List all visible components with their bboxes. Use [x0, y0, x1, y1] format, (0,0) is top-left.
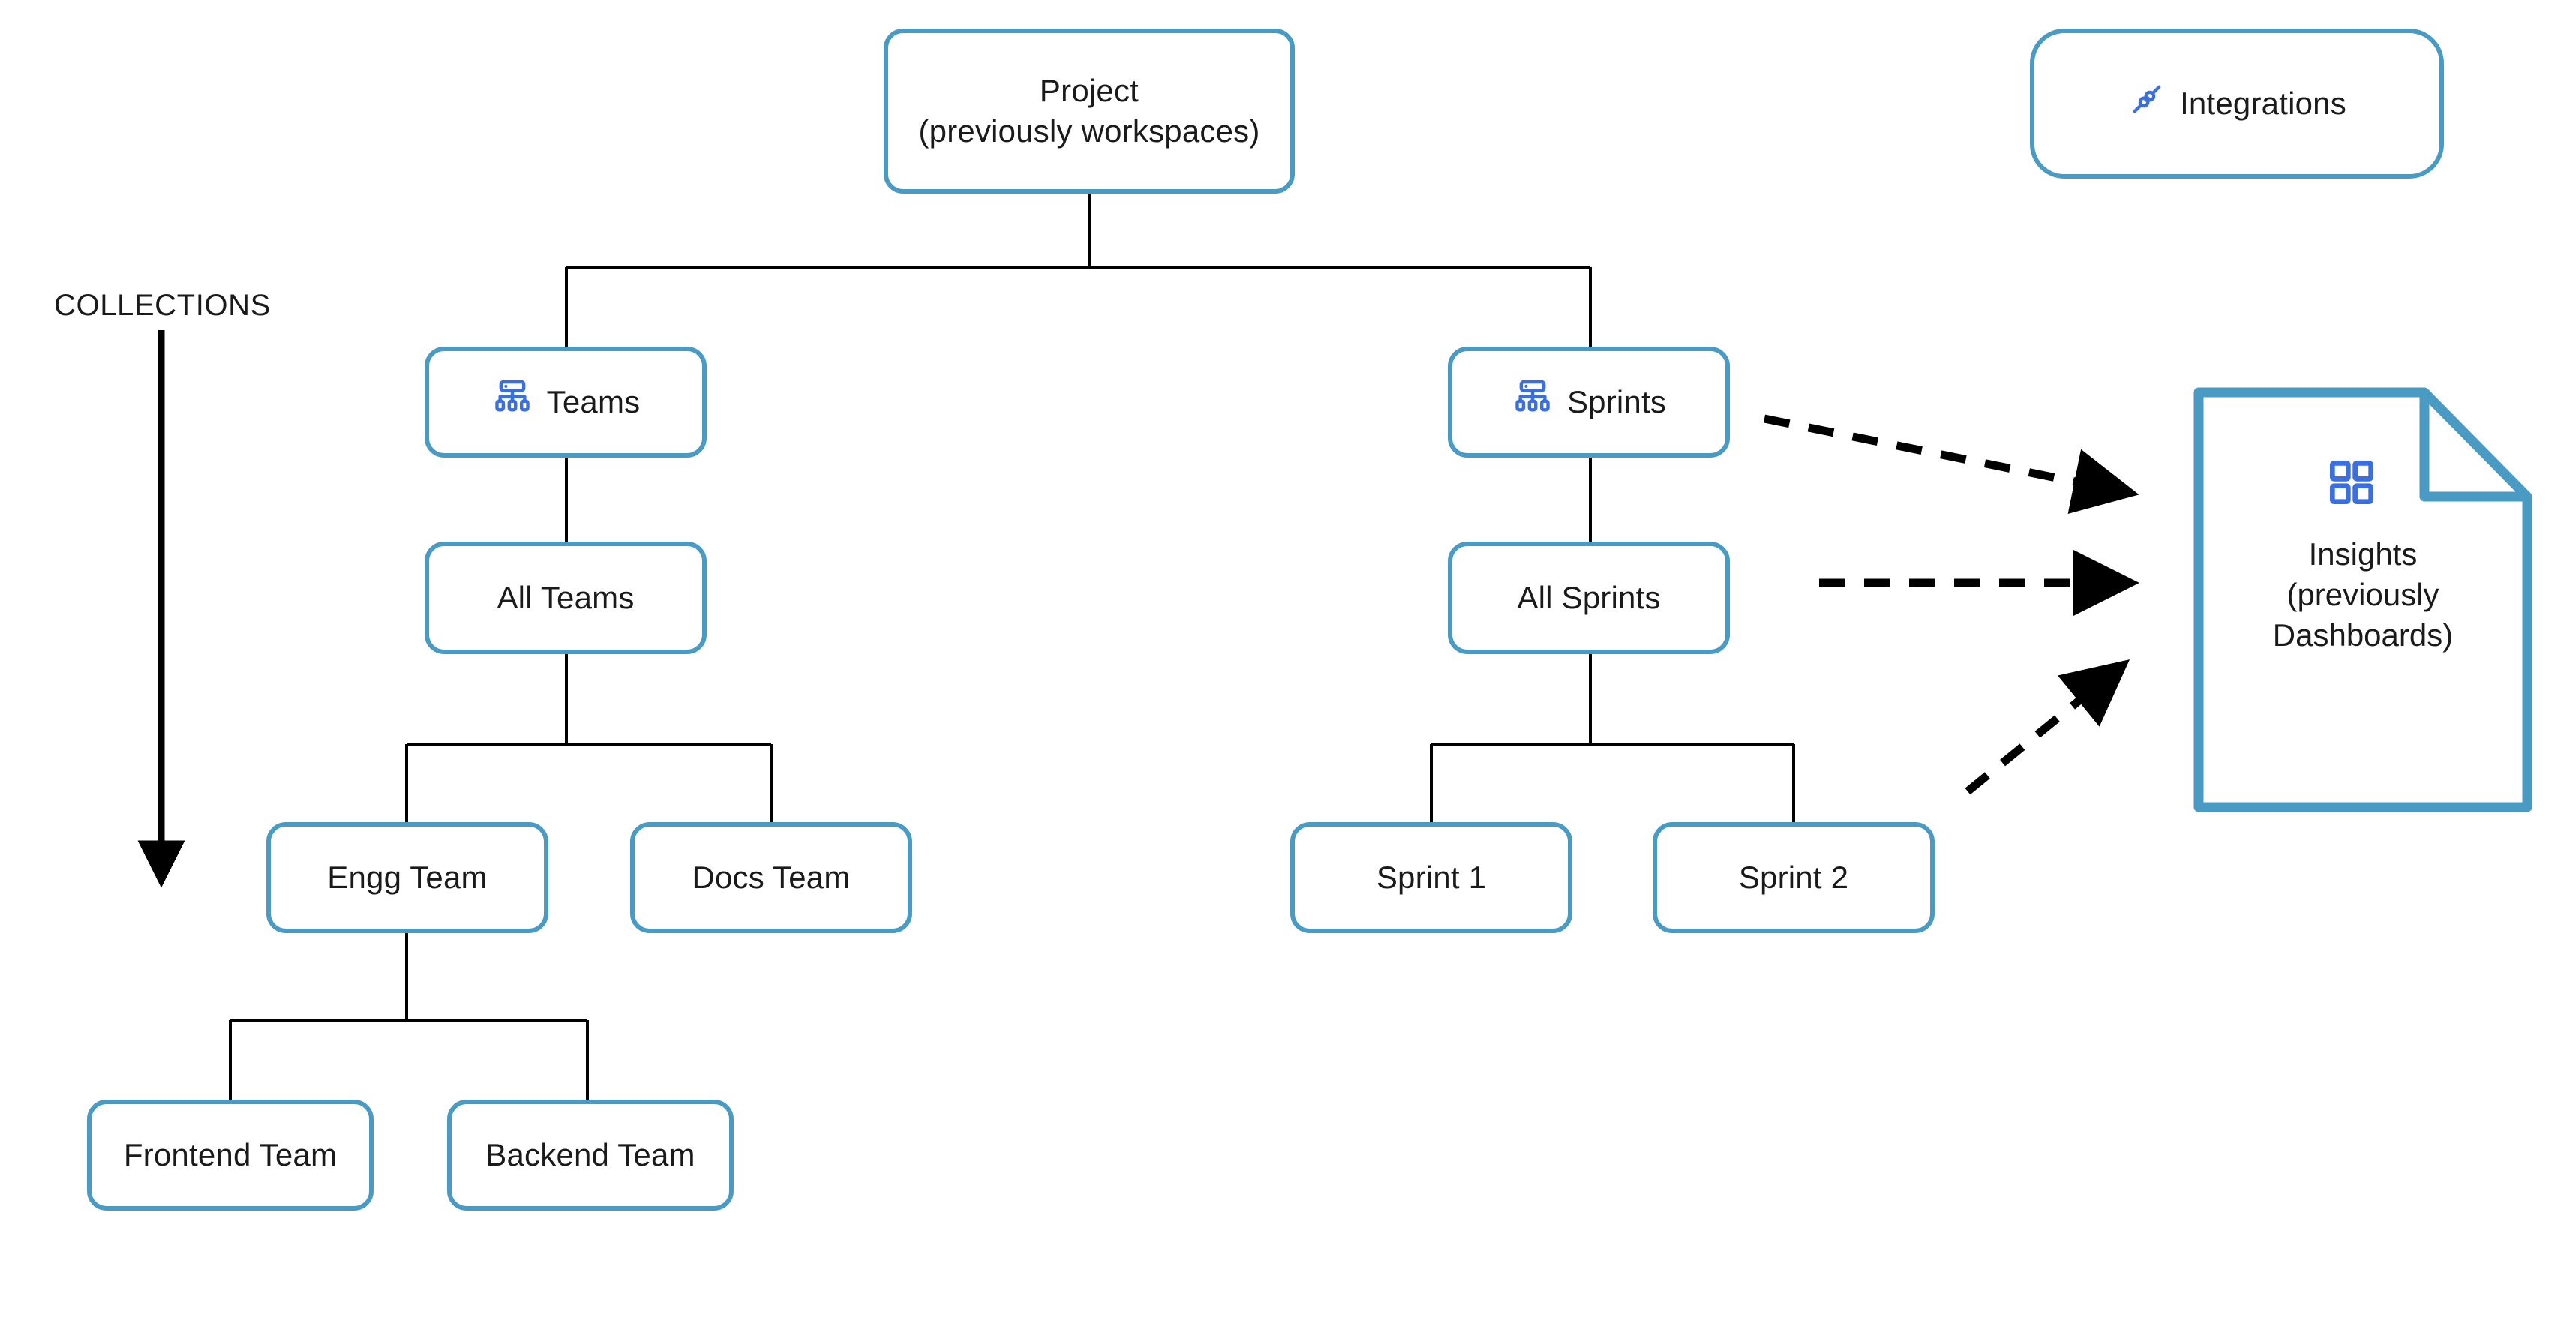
org-chart-icon: [491, 377, 533, 428]
node-frontend-team-label: Frontend Team: [123, 1137, 338, 1173]
node-integrations[interactable]: Integrations: [2030, 29, 2444, 179]
node-project[interactable]: Project (previously workspaces): [884, 29, 1295, 194]
node-backend-team-label: Backend Team: [485, 1137, 695, 1173]
node-sprint-2[interactable]: Sprint 2: [1653, 822, 1935, 933]
node-all-sprints-label: All Sprints: [1517, 580, 1661, 616]
edge-sprints-insights-dashed: [1763, 414, 2139, 514]
dashboard-grid-icon: [2325, 456, 2378, 509]
node-sprint-1[interactable]: Sprint 1: [1290, 822, 1572, 933]
edge-allteams-children: [405, 654, 773, 822]
edge-project-children: [565, 194, 1592, 347]
node-teams[interactable]: Teams: [425, 347, 707, 458]
node-all-teams[interactable]: All Teams: [425, 542, 707, 654]
document-fold: [2419, 392, 2527, 502]
edge-enggteam-children: [229, 932, 589, 1100]
node-docs-team-label: Docs Team: [692, 860, 851, 896]
node-project-label: Project (previously workspaces): [918, 73, 1260, 149]
node-engg-team[interactable]: Engg Team: [266, 822, 548, 933]
node-docs-team[interactable]: Docs Team: [630, 822, 912, 933]
node-sprint-1-label: Sprint 1: [1376, 860, 1487, 896]
node-sprint-2-label: Sprint 2: [1738, 860, 1849, 896]
node-backend-team[interactable]: Backend Team: [447, 1100, 734, 1211]
collections-axis-label: COLLECTIONS: [54, 289, 271, 322]
node-all-teams-label: All Teams: [497, 580, 635, 616]
edge-allsprints-children: [1430, 654, 1795, 822]
node-all-sprints[interactable]: All Sprints: [1448, 542, 1730, 654]
node-engg-team-label: Engg Team: [327, 860, 488, 896]
edge-sprint2-insights-dashed: [1965, 659, 2130, 795]
node-sprints[interactable]: Sprints: [1448, 347, 1730, 458]
node-frontend-team[interactable]: Frontend Team: [87, 1100, 374, 1211]
node-teams-label: Teams: [546, 384, 641, 420]
org-chart-icon: [1512, 377, 1554, 428]
node-sprints-label: Sprints: [1566, 384, 1667, 420]
node-insights-label: Insights (previously Dashboards): [2272, 536, 2454, 653]
plug-icon: [2127, 80, 2166, 128]
node-insights[interactable]: [2190, 384, 2535, 815]
node-integrations-label: Integrations: [2180, 86, 2346, 122]
